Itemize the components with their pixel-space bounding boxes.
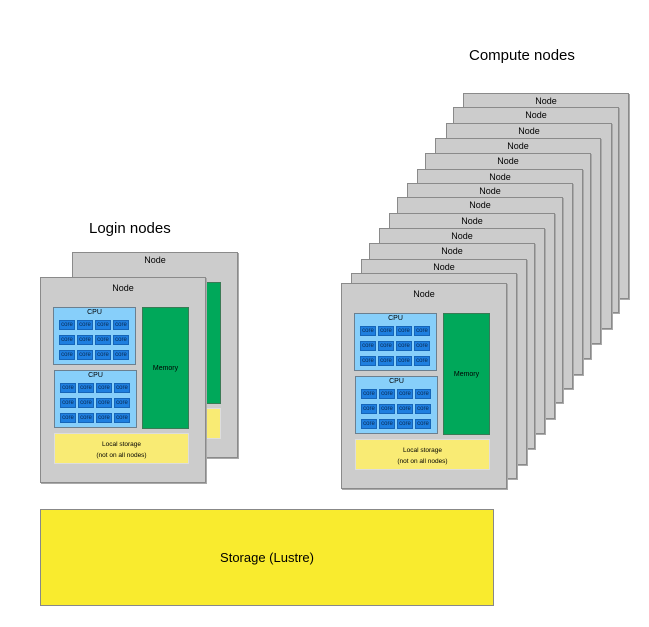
local-storage: Local storage (not on all nodes) bbox=[355, 439, 490, 470]
node-label: Node bbox=[461, 216, 483, 226]
node-label: Node bbox=[413, 289, 435, 299]
core: core bbox=[414, 356, 430, 366]
core: core bbox=[360, 341, 376, 351]
cpu-label: CPU bbox=[88, 372, 103, 379]
node-label: Node bbox=[479, 186, 501, 196]
node-label: Node bbox=[441, 246, 463, 256]
core: core bbox=[113, 320, 129, 330]
core: core bbox=[379, 389, 395, 399]
core: core bbox=[114, 383, 130, 393]
local-storage-note: (not on all nodes) bbox=[96, 452, 147, 459]
node-label: Node bbox=[469, 200, 491, 210]
core: core bbox=[113, 350, 129, 360]
core: core bbox=[378, 341, 394, 351]
memory: Memory bbox=[443, 313, 490, 435]
core: core bbox=[60, 413, 76, 423]
node-label: Node bbox=[535, 96, 557, 106]
node-label: Node bbox=[489, 172, 511, 182]
node-label: Node bbox=[451, 231, 473, 241]
node-label: Node bbox=[525, 110, 547, 120]
local-storage: Local storage (not on all nodes) bbox=[54, 433, 189, 464]
core: core bbox=[78, 398, 94, 408]
core: core bbox=[78, 413, 94, 423]
core: core bbox=[95, 320, 111, 330]
core: core bbox=[379, 419, 395, 429]
lustre-storage: Storage (Lustre) bbox=[40, 509, 494, 606]
node-label: Node bbox=[518, 126, 540, 136]
compute-nodes-title: Compute nodes bbox=[469, 47, 575, 64]
core: core bbox=[414, 341, 430, 351]
core: core bbox=[361, 419, 377, 429]
core: core bbox=[379, 404, 395, 414]
cpu-label: CPU bbox=[388, 315, 403, 322]
core: core bbox=[397, 389, 413, 399]
core: core bbox=[396, 326, 412, 336]
core: core bbox=[396, 356, 412, 366]
node-label: Node bbox=[497, 156, 519, 166]
core: core bbox=[78, 383, 94, 393]
core: core bbox=[378, 326, 394, 336]
core: core bbox=[415, 389, 431, 399]
core: core bbox=[378, 356, 394, 366]
core: core bbox=[361, 404, 377, 414]
core: core bbox=[415, 404, 431, 414]
core: core bbox=[113, 335, 129, 345]
local-storage-label: Local storage bbox=[402, 447, 443, 454]
local-storage-note: (not on all nodes) bbox=[397, 458, 448, 465]
core: core bbox=[77, 320, 93, 330]
core: core bbox=[96, 398, 112, 408]
core: core bbox=[396, 341, 412, 351]
node-label: Node bbox=[112, 283, 134, 293]
core: core bbox=[360, 326, 376, 336]
node-label: Node bbox=[433, 262, 455, 272]
core: core bbox=[397, 419, 413, 429]
core: core bbox=[114, 413, 130, 423]
node-label: Node bbox=[144, 255, 166, 265]
storage-label: Storage (Lustre) bbox=[220, 550, 314, 565]
core: core bbox=[360, 356, 376, 366]
local-storage-label: Local storage bbox=[101, 441, 142, 448]
login-nodes-title: Login nodes bbox=[89, 220, 171, 237]
core: core bbox=[60, 398, 76, 408]
memory: Memory bbox=[142, 307, 189, 429]
core: core bbox=[59, 335, 75, 345]
core: core bbox=[59, 350, 75, 360]
core: core bbox=[96, 413, 112, 423]
memory-label: Memory bbox=[152, 364, 179, 372]
memory-label: Memory bbox=[453, 370, 480, 378]
core: core bbox=[361, 389, 377, 399]
core: core bbox=[95, 335, 111, 345]
core: core bbox=[414, 326, 430, 336]
core: core bbox=[95, 350, 111, 360]
node-label: Node bbox=[507, 141, 529, 151]
core: core bbox=[397, 404, 413, 414]
core: core bbox=[96, 383, 112, 393]
cpu-label: CPU bbox=[87, 309, 102, 316]
cpu-label: CPU bbox=[389, 378, 404, 385]
core: core bbox=[415, 419, 431, 429]
core: core bbox=[59, 320, 75, 330]
core: core bbox=[77, 350, 93, 360]
core: core bbox=[114, 398, 130, 408]
core: core bbox=[77, 335, 93, 345]
core: core bbox=[60, 383, 76, 393]
